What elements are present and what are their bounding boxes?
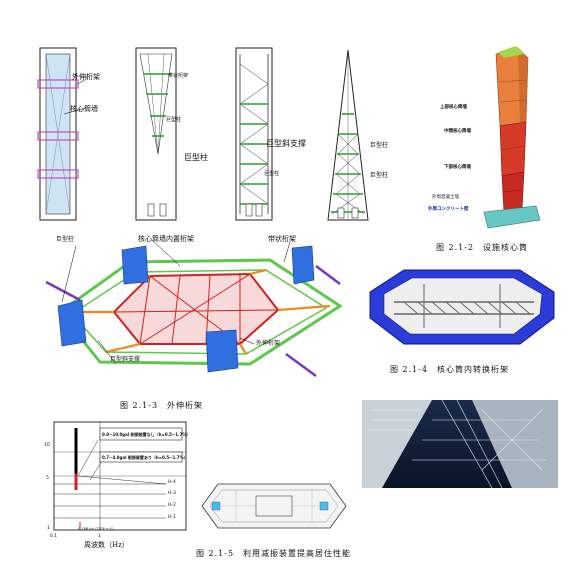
elevation-3 [230,44,290,224]
label-mega-column-a: 巨型柱 [166,117,182,123]
label-mega-brace-3d: 巨型斜支撑 [110,356,141,363]
interior-photo [362,400,558,488]
level-h1: H-1 [168,515,176,520]
xtick-mid: 1 [98,534,101,539]
ytick-mid: 5 [46,476,49,481]
label-mega-brace: 巨型斜支撑 [266,139,306,148]
label-lower-core: 下部核心筒墙 [444,165,471,170]
level-h2: H-2 [168,503,176,508]
label-outer-wall: 外周混凝土墙 [432,195,459,200]
elevation-1 [34,44,94,224]
label-outrigger-3d: 外伸桁架 [256,340,281,347]
caption-fig-2-1-2: 图 2.1-2 设施核心筒 [436,243,529,252]
caption-fig-2-1-5: 图 2.1-5 利用减振装置提高居住性能 [196,549,352,558]
ytick-bottom: 1 [47,526,50,531]
label-middle-core: 中間核心筒墙 [444,129,471,134]
caption-fig-2-1-4: 图 2.1-4 核心筒内转换桁架 [390,365,510,374]
ytick-top: 10 [44,443,50,448]
caption-fig-2-1-3: 图 2.1-3 外伸桁架 [120,401,204,410]
label-mega-column-e: 巨型柱 [370,172,389,179]
elevation-4 [318,44,378,224]
label-mega-column-d: 巨型柱 [370,142,389,149]
label-outer-concrete: 外周コンクリート壁 [428,207,469,212]
floor-plan [196,478,352,534]
label-stair-truss: 帯状桁架 [168,73,189,79]
level-h3: H-3 [168,491,176,496]
outrigger-3d-model [40,236,360,386]
core-3d-model [470,42,554,238]
label-mega-column-3d: 巨型柱 [56,236,75,243]
label-outrigger: 外伸桁架 [72,73,100,81]
level-h4: H-4 [168,480,176,485]
damper-chart [34,414,200,546]
elevation-2 [130,44,190,224]
label-upper-core: 上部核心筒墙 [440,105,467,110]
footnote: 0.186 Hz (1次モード) [78,527,114,531]
chart-xlabel: 周波数（Hz） [84,541,129,549]
label-mega-column-c: 巨型柱 [264,171,280,177]
label-core-truss: 核心筒墙内置桁架 [138,235,194,243]
label-mega-column-b: 巨型柱 [184,153,208,162]
xtick-left: 0.1 [50,534,58,539]
label-core-wall: 核心筒墙 [70,105,98,113]
label-belt-truss: 带状桁架 [268,235,296,243]
note-no-damper: 0.8~10.0gal 制振装置なし（h=0.5~1.7%） [102,432,191,437]
note-with-damper: 0.7~4.0gal 制振装置あり（h=0.5~1.7%） [102,455,188,460]
transfer-truss-model [364,262,560,350]
